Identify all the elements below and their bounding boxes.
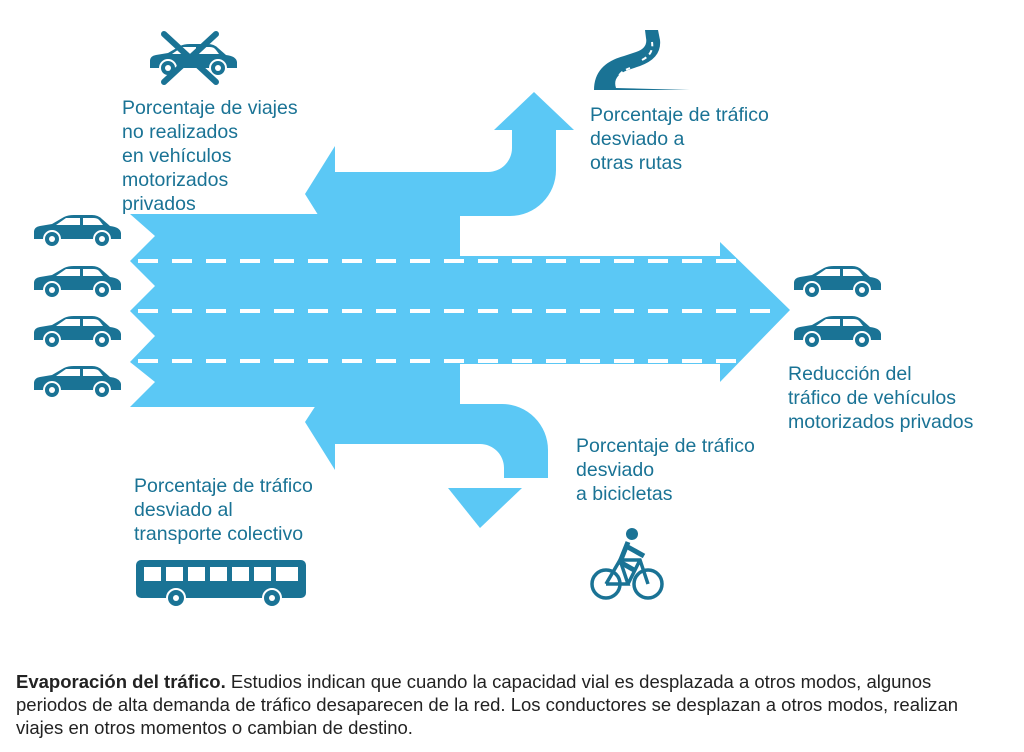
bus-icon [136,560,306,608]
label-transporte: Porcentaje de tráfico desviado al transp… [134,475,313,545]
bicycle-icon [590,528,664,600]
car-icon [793,266,882,298]
arrow-otras-rutas [494,92,574,130]
car-icon [33,316,122,348]
car-icon [33,366,122,398]
label-reduccion: Reducción del tráfico de vehículos motor… [788,363,974,433]
arrow-no-realizados [305,118,556,242]
label-otras-rutas: Porcentaje de tráfico desviado a otras r… [590,104,769,174]
arrow-bicicletas [448,488,522,528]
lane-dashes [138,259,782,363]
arrow-transporte [305,376,548,478]
caption-title: Evaporación del tráfico. [16,671,226,692]
figure-caption: Evaporación del tráfico. Estudios indica… [16,670,1006,739]
car-icon [33,266,122,298]
label-bicicletas: Porcentaje de tráfico desviado a bicicle… [576,435,755,505]
label-no-realizados: Porcentaje de viajes no realizados en ve… [122,97,298,215]
caption-text: Estudios indican que cuando la capacidad… [16,671,959,738]
car-icon [33,215,122,247]
road-icon [594,30,690,90]
car-icon [793,316,882,348]
car-crossed-icon [149,31,238,85]
